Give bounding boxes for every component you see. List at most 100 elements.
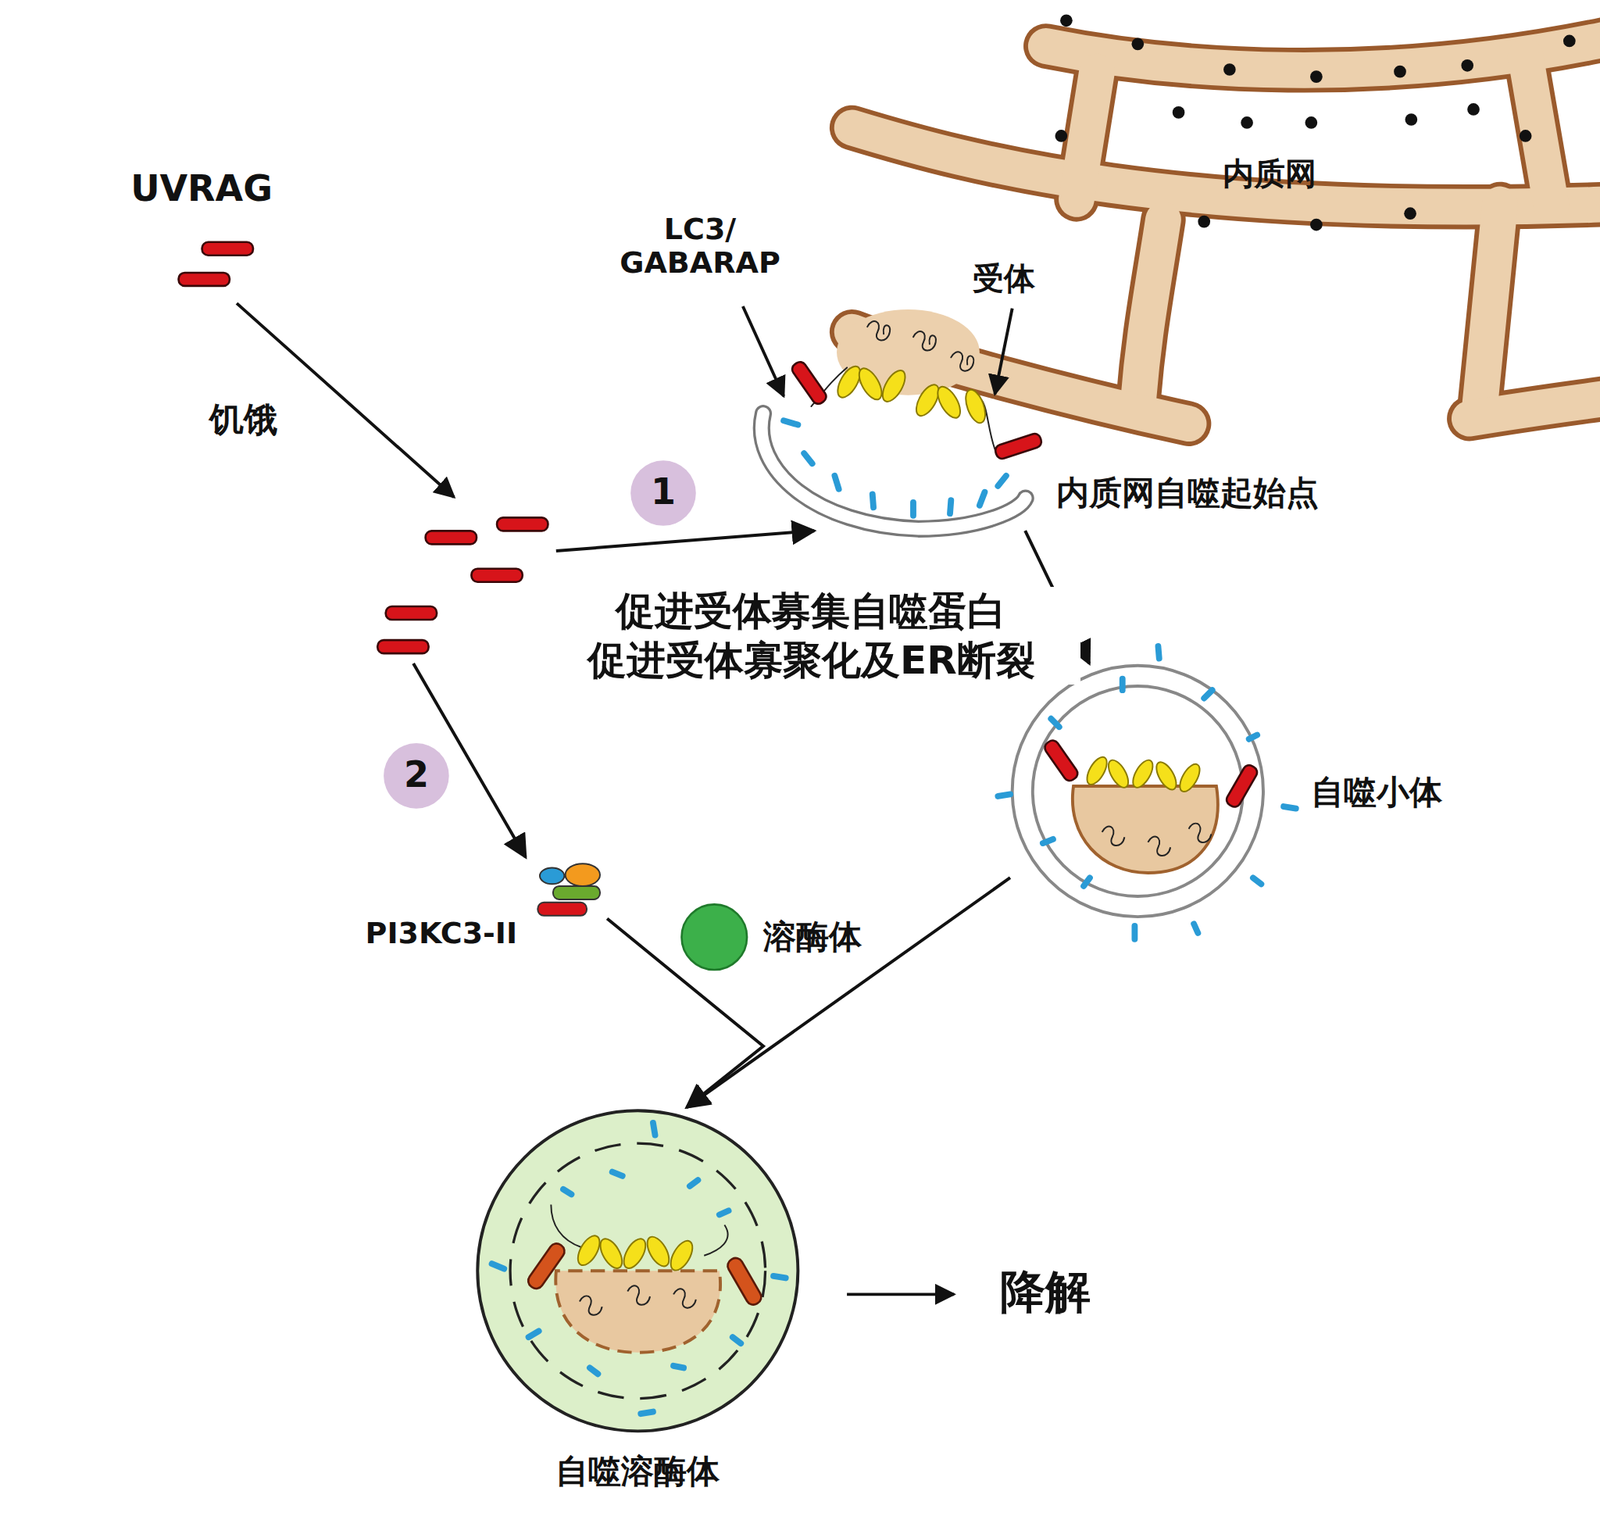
autolysosome-part-part — [579, 1295, 603, 1315]
uvrag-group: UVRAG — [127, 163, 557, 664]
phagophore-part — [833, 362, 990, 425]
layout-arrows-part — [742, 306, 784, 397]
autophagosome-part-part — [1249, 735, 1258, 740]
node-label: 内质网自噬起始点 — [1056, 474, 1319, 512]
endoplasmic-reticulum-part-part — [913, 331, 936, 350]
endoplasmic-reticulum-part-part — [1403, 207, 1417, 220]
pi3kc3-icon-part — [537, 902, 587, 916]
phagophore-part-part — [950, 500, 951, 514]
autolysosome-part-part — [640, 1411, 654, 1415]
autolysosome-part — [477, 1110, 798, 1431]
autolysosome-part-part — [673, 1365, 684, 1368]
endoplasmic-reticulum-part-part — [1525, 56, 1552, 204]
autophagosome — [997, 646, 1296, 940]
autophagosome-part-part — [1042, 839, 1054, 843]
autolysosome-part-part — [596, 1235, 627, 1272]
autophagosome-part-part — [1152, 758, 1180, 793]
autolysosome-part-part — [719, 1210, 729, 1215]
uvrag-proteins-part — [471, 568, 522, 583]
phagophore-part-part — [789, 359, 829, 407]
endoplasmic-reticulum-part-part — [1305, 116, 1318, 129]
autophagosome: 自噬小体 — [1010, 663, 1266, 919]
autolysosome-part-part — [725, 1255, 765, 1308]
endoplasmic-reticulum-part — [867, 321, 974, 372]
phagophore-part-part — [803, 453, 812, 464]
autolysosome-part-part — [563, 1189, 572, 1195]
condition-label: 饥饿 — [209, 400, 279, 440]
phagophore-part-part — [979, 492, 986, 506]
phagophore-part — [810, 367, 995, 449]
autophagosome-part — [1042, 737, 1259, 809]
autophagosome-part-part — [1224, 762, 1260, 809]
phagophore-part-part — [961, 387, 990, 426]
autolysosome-part — [510, 1142, 766, 1399]
endoplasmic-reticulum-part-part — [1076, 71, 1097, 200]
node-label: PI3KC3-II — [365, 916, 518, 951]
autophagosome-part-part — [1203, 689, 1212, 698]
autolysosome-part-part — [492, 1263, 505, 1269]
phagophore-part — [783, 420, 1007, 515]
arrow-connector — [413, 663, 526, 858]
uvrag-proteins — [178, 242, 549, 654]
phagophore-part-part — [872, 493, 874, 508]
autophagosome-part-part — [1193, 923, 1198, 933]
autophagosome-part-part — [1050, 718, 1059, 727]
edge-label: 促进受体募集自噬蛋白 促进受体寡聚化及ER断裂 — [541, 586, 1081, 685]
phagophore-part-part — [834, 475, 839, 490]
phagophore-part-part — [910, 502, 917, 516]
endoplasmic-reticulum-part-part — [1519, 129, 1533, 143]
endoplasmic-reticulum-part-part — [1460, 59, 1474, 72]
lysosome-ball-part — [681, 903, 747, 970]
endoplasmic-reticulum-part-part — [1060, 14, 1073, 27]
pi3kc3-icon — [537, 863, 600, 916]
endoplasmic-reticulum-part-part — [1240, 116, 1254, 129]
endoplasmic-reticulum-part-part — [1137, 219, 1164, 409]
endoplasmic-reticulum-part-part — [1479, 203, 1500, 408]
autolysosome-part-part — [528, 1330, 540, 1337]
endoplasmic-reticulum-part-part — [867, 321, 890, 340]
endoplasmic-reticulum-part-part — [1393, 65, 1407, 79]
phagophore-part-part — [933, 382, 965, 422]
phagophore-part — [789, 359, 1043, 461]
phagophore-part-part — [878, 366, 910, 405]
autolysosome-part-part — [573, 1232, 604, 1269]
er-autophagy-site: 内质网自噬起始点 — [760, 392, 1031, 531]
callout-number: 2 — [403, 753, 429, 796]
phagophore — [761, 359, 1043, 529]
autolysosome-part-part — [627, 1285, 650, 1304]
phagophore-part-part — [783, 420, 798, 425]
endoplasmic-reticulum-part-part — [1310, 70, 1323, 83]
endoplasmic-reticulum-part — [1055, 14, 1576, 231]
er-label: 内质网 — [1222, 155, 1317, 192]
endoplasmic-reticulum-part-part — [1131, 38, 1144, 51]
endoplasmic-reticulum-part-part — [1563, 35, 1576, 48]
node-label: 自噬小体 — [1310, 773, 1443, 811]
endoplasmic-reticulum-part-part — [1197, 215, 1211, 229]
endoplasmic-reticulum-part-part — [1525, 56, 1552, 204]
node-label: UVRAG — [130, 167, 273, 210]
autophagosome-part-part — [1102, 826, 1125, 846]
outcome-label: 降解 — [1000, 1265, 1091, 1318]
callout-circles-part — [383, 742, 450, 809]
endoplasmic-reticulum-part-part — [1076, 71, 1097, 200]
autolysosome-part-part — [525, 1240, 568, 1292]
autophagosome-part-part — [1147, 836, 1171, 856]
autophagosome-part — [1072, 785, 1218, 873]
endoplasmic-reticulum-part-part — [1055, 129, 1068, 143]
autophagosome-part-part — [1189, 823, 1212, 843]
autophagosome-part-part — [1082, 753, 1111, 788]
endoplasmic-reticulum-part-part — [1405, 113, 1418, 126]
autolysosome-part-part — [642, 1232, 674, 1270]
protein-label: LC3/ GABARAP — [606, 212, 794, 281]
autolysosome-part-part — [673, 1288, 697, 1308]
uvrag-proteins-part — [385, 606, 437, 620]
pi3kc3-complex: PI3KC3-II — [362, 857, 608, 960]
autophagosome-part-part — [1119, 678, 1126, 690]
pi3kc3-icon-part — [539, 867, 565, 884]
uvrag-proteins-part — [496, 517, 548, 531]
endoplasmic-reticulum-part-part — [950, 351, 974, 371]
uvrag-proteins-part — [202, 242, 254, 256]
